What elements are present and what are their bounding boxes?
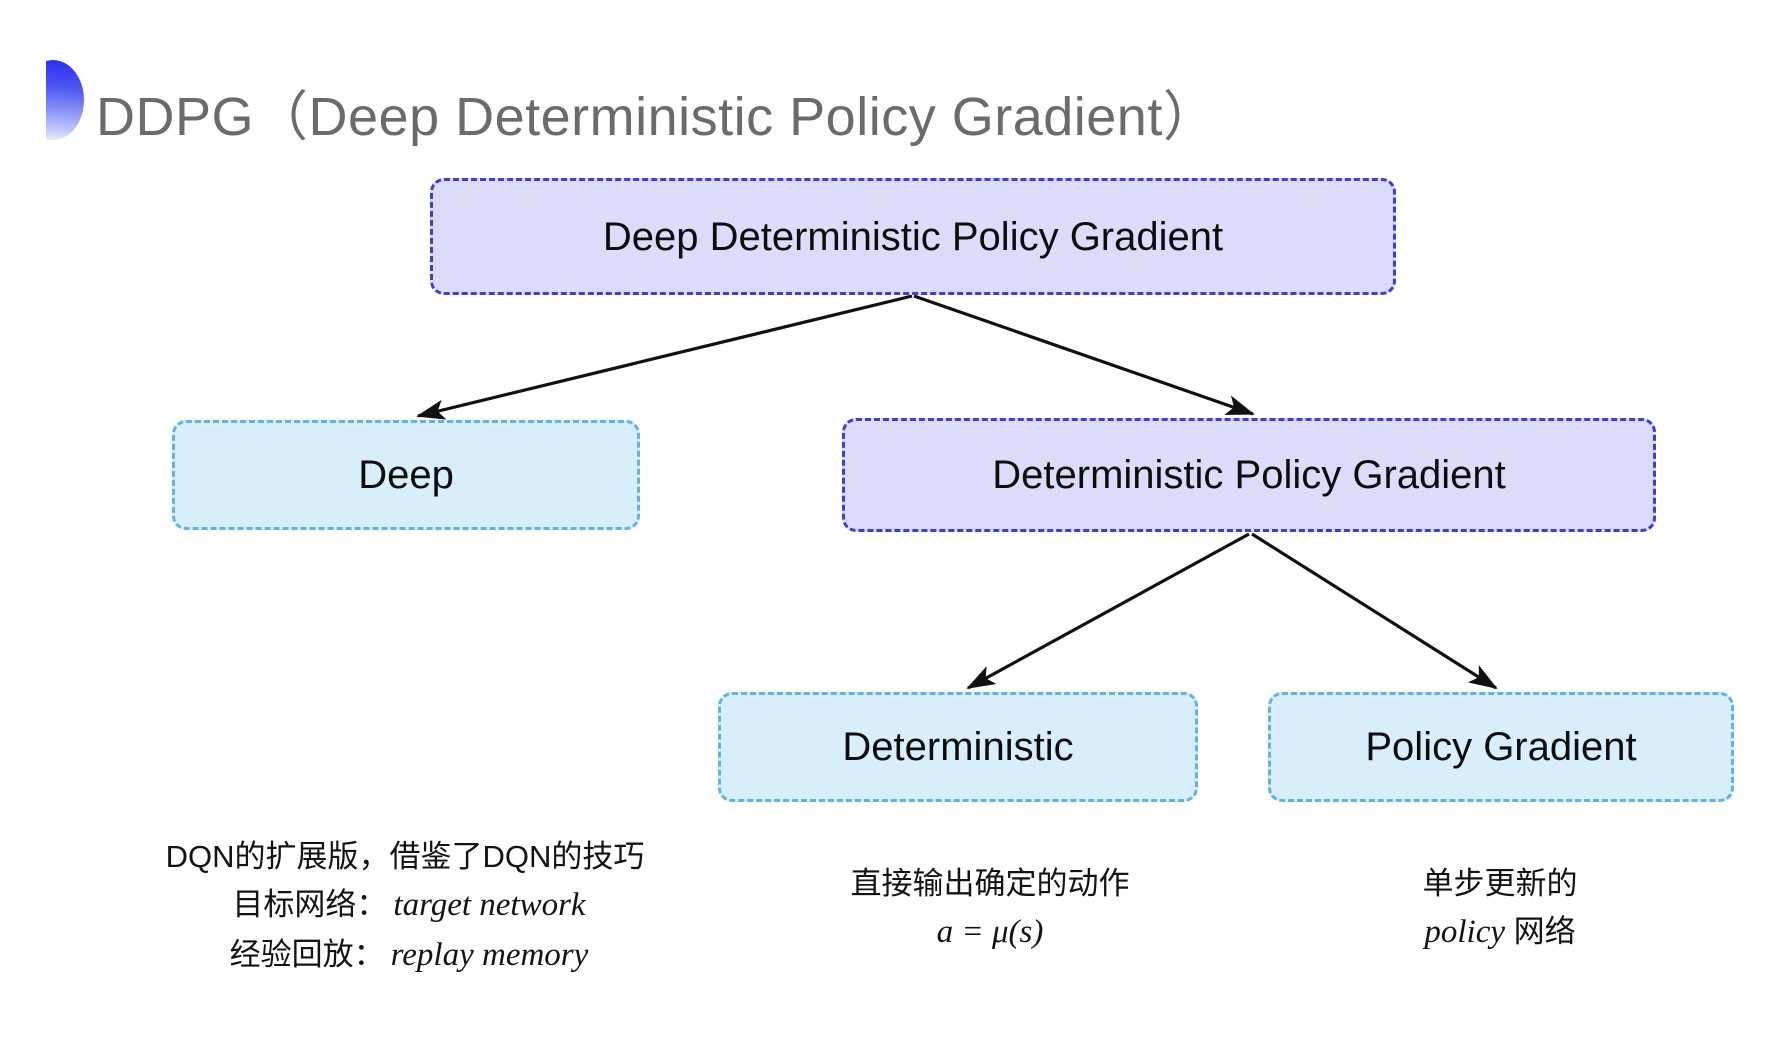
- node-deterministic-policy-gradient[interactable]: Deterministic Policy Gradient: [842, 418, 1656, 532]
- caption-deep-line3: 经验回放：replay memory: [140, 930, 670, 980]
- caption-deep-line2-term: target network: [393, 887, 586, 924]
- caption-policy-gradient-line1: 单步更新的: [1422, 866, 1578, 901]
- caption-deep-line1: DQN的扩展版，借鉴了DQN的技巧: [165, 839, 645, 874]
- caption-policy-gradient-line2: policy 网络: [1300, 907, 1700, 957]
- caption-policy-gradient-term: policy: [1424, 914, 1505, 951]
- page-title: DDPG（Deep Deterministic Policy Gradient）: [96, 87, 1218, 147]
- caption-policy-gradient: 单步更新的 policy 网络: [1300, 860, 1700, 957]
- caption-deterministic: 直接输出确定的动作 a = μ(s): [760, 860, 1220, 957]
- edge-dpg-to-deterministic: [966, 532, 1250, 690]
- node-policy-gradient[interactable]: Policy Gradient: [1268, 692, 1734, 802]
- caption-deep-line2: 目标网络：target network: [140, 880, 670, 930]
- edge-root-to-deep: [416, 294, 913, 420]
- edge-root-to-dpg: [913, 294, 1255, 416]
- caption-deep: DQN的扩展版，借鉴了DQN的技巧 目标网络：target network 经验…: [140, 833, 670, 980]
- caption-deterministic-line1: 直接输出确定的动作: [850, 866, 1130, 901]
- caption-deterministic-formula: a = μ(s): [936, 914, 1044, 951]
- caption-deep-line3-term: replay memory: [390, 937, 589, 974]
- node-deterministic[interactable]: Deterministic: [718, 692, 1198, 802]
- edge-dpg-to-policy-gradient: [1251, 532, 1498, 690]
- node-deep-deterministic-policy-gradient[interactable]: Deep Deterministic Policy Gradient: [430, 178, 1396, 295]
- node-deep[interactable]: Deep: [172, 420, 640, 530]
- caption-policy-gradient-suffix: 网络: [1505, 914, 1576, 950]
- half-circle-bullet-icon: [46, 60, 84, 140]
- caption-deep-line3-label: 经验回放：: [229, 937, 385, 973]
- caption-deep-line2-label: 目标网络：: [232, 887, 388, 923]
